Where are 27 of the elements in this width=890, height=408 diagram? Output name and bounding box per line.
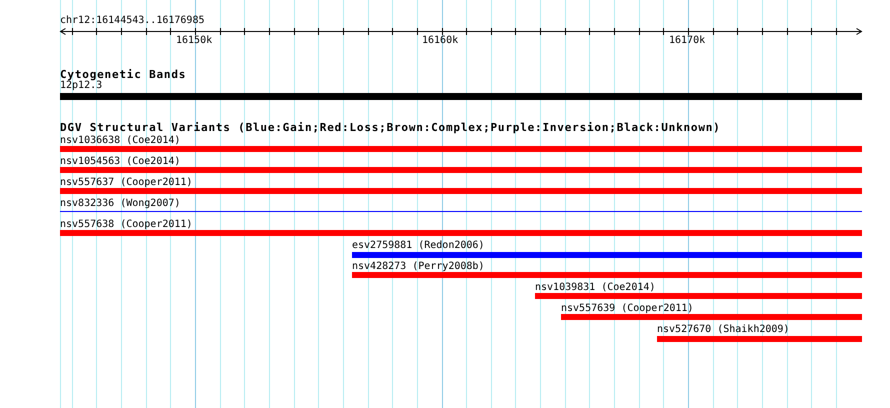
variant-label: nsv428273 (Perry2008b): [352, 261, 484, 272]
tick-label: 16160k: [422, 35, 458, 46]
variant-bar: [352, 272, 862, 278]
band-label: 12p12.3: [60, 80, 102, 91]
tick-label: 16150k: [176, 35, 212, 46]
variant-label: nsv557637 (Cooper2011): [60, 177, 192, 188]
locus-label: chr12:16144543..16176985: [60, 15, 204, 26]
variant-label: nsv1054563 (Coe2014): [60, 156, 180, 167]
variant-bar: [657, 336, 862, 342]
variant-label: nsv527670 (Shaikh2009): [657, 324, 790, 335]
variant-label: nsv557639 (Cooper2011): [561, 303, 694, 314]
variant-label: nsv557638 (Cooper2011): [60, 219, 192, 230]
variant-bar: [352, 252, 862, 258]
variant-label: nsv1039831 (Coe2014): [535, 282, 656, 293]
variant-bar: [60, 167, 862, 173]
variant-bar: [60, 146, 862, 152]
variant-bar: [60, 230, 862, 236]
variant-label: nsv1036638 (Coe2014): [60, 135, 180, 146]
track-title: DGV Structural Variants (Blue:Gain;Red:Loss;Brown:Complex;Purple:Inversion;Black:Unknown): [60, 122, 721, 134]
track-title: Cytogenetic Bands: [60, 69, 186, 81]
variant-label: esv2759881 (Redon2006): [352, 240, 484, 251]
variant-bar: [561, 314, 862, 320]
variant-label: nsv832336 (Wong2007): [60, 198, 180, 209]
cytoband-bar: [60, 93, 862, 100]
tick-label: 16170k: [669, 35, 706, 46]
variant-bar: [60, 188, 862, 194]
variant-bar: [535, 293, 862, 299]
